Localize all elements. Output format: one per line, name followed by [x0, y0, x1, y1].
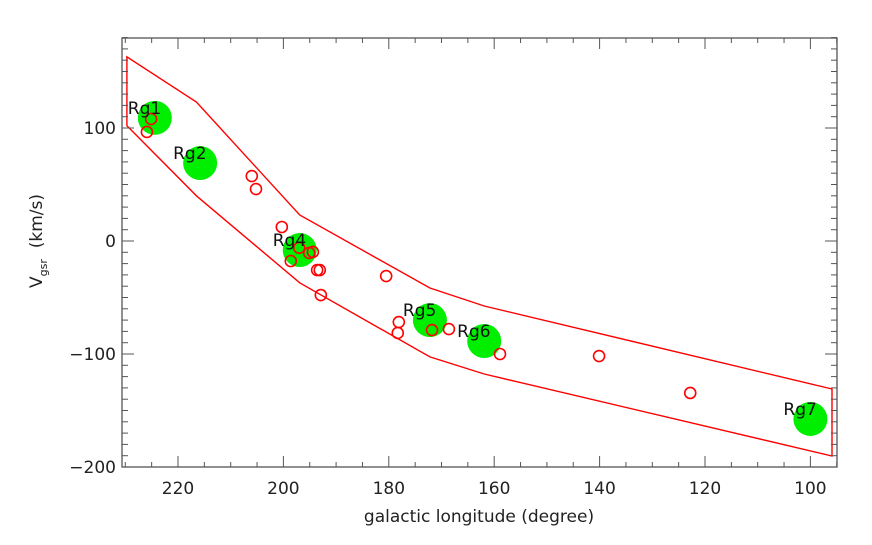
- x-tick-label: 200: [267, 479, 299, 499]
- star-marker: [306, 245, 320, 259]
- star-marker: [314, 288, 328, 302]
- star-marker: [245, 169, 259, 183]
- y-tick-labels: 100 0 −100 −200: [69, 119, 116, 478]
- region-marker: [467, 324, 502, 359]
- star-marker: [249, 182, 263, 196]
- region-label: Rg1: [128, 99, 161, 119]
- y-axis-title-subscript: gsr: [37, 259, 50, 277]
- star-marker: [275, 220, 289, 234]
- y-axis-title-unit: (km/s): [27, 194, 47, 259]
- axes-frame: [121, 37, 838, 468]
- star-marker: [313, 263, 327, 277]
- region-label: Rg7: [783, 400, 816, 420]
- region-marker: [412, 303, 447, 338]
- x-tick-label: 180: [373, 479, 405, 499]
- region-label: Rg6: [457, 322, 490, 342]
- svg-text:Vgsr (km/s): Vgsr (km/s): [27, 194, 50, 288]
- x-tick-labels: 220 200 180 160 140 120 100: [162, 479, 827, 499]
- x-tick-label: 140: [583, 479, 615, 499]
- star-marker: [592, 349, 606, 363]
- y-tick-label: 0: [105, 232, 116, 252]
- y-tick-label: −100: [69, 345, 116, 365]
- star-marker: [683, 386, 697, 400]
- velocity-band: [126, 55, 833, 457]
- region-label: Rg4: [273, 231, 306, 251]
- region-marker: [183, 146, 218, 181]
- y-tick-label: −200: [69, 458, 116, 478]
- x-tick-label: 220: [162, 479, 194, 499]
- star-marker: [140, 125, 154, 139]
- region-label: Rg5: [403, 301, 436, 321]
- star-marker: [391, 326, 405, 340]
- star-marker: [442, 322, 456, 336]
- star-marker: [144, 112, 158, 126]
- star-marker: [379, 269, 393, 283]
- star-marker: [493, 347, 507, 361]
- band-outline: [126, 55, 833, 457]
- region-label: Rg2: [173, 144, 206, 164]
- star-marker: [284, 254, 298, 268]
- x-tick-label: 120: [689, 479, 721, 499]
- plot-frame: [121, 37, 838, 468]
- y-axis-title: Vgsr (km/s): [27, 194, 50, 288]
- region-marker: [793, 401, 828, 436]
- x-tick-label: 160: [478, 479, 510, 499]
- star-marker: [425, 323, 439, 337]
- star-markers: [140, 112, 697, 400]
- x-axis-title: galactic longitude (degree): [364, 507, 594, 527]
- y-tick-label: 100: [84, 119, 116, 139]
- x-tick-label: 100: [794, 479, 826, 499]
- y-axis-title-main: V: [27, 276, 47, 288]
- star-marker: [292, 241, 306, 255]
- star-marker: [310, 263, 324, 277]
